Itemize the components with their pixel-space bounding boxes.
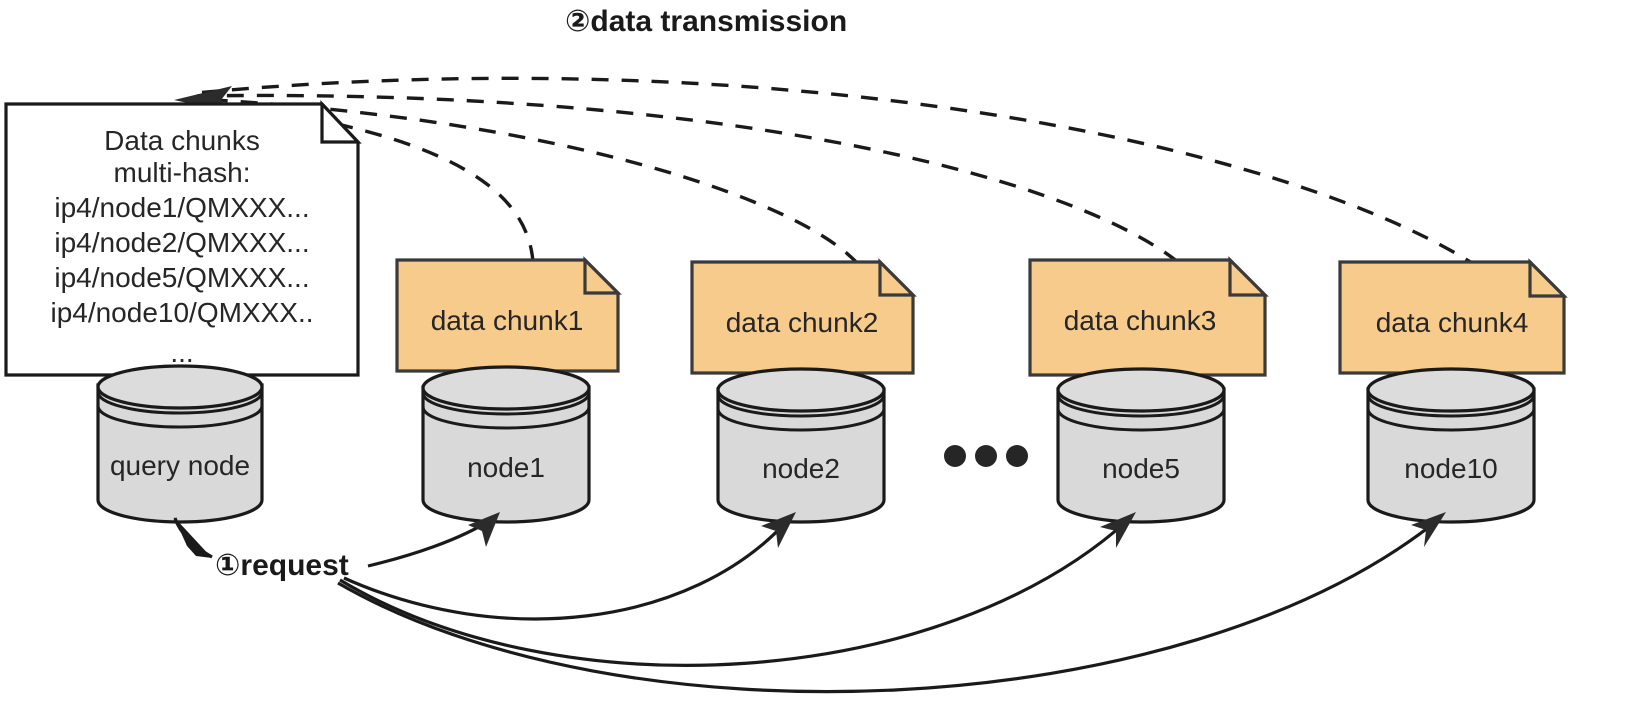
chunk2-label: data chunk2 [726, 307, 879, 338]
node1-ring1-icon [421, 392, 591, 416]
node10-label: node10 [1404, 453, 1497, 484]
document-line-2: multi-hash: [114, 157, 251, 188]
node10-ring1-icon [1366, 394, 1536, 418]
query-node-ring2-icon [96, 405, 264, 429]
chunk-box-chunk4: data chunk4 [1338, 258, 1568, 375]
chunk-box-chunk2: data chunk2 [690, 258, 917, 375]
node1-ring2-icon [421, 406, 591, 430]
node10-ring2-icon [1366, 408, 1536, 432]
node5-ring1-icon [1056, 394, 1226, 418]
node-cylinder-node10: node10 [1366, 367, 1536, 524]
node-cylinder-node2: node2 [716, 367, 886, 524]
chunk2-fold-icon [878, 258, 917, 297]
query-node-top-icon [96, 364, 264, 410]
request-arrowhead-node1 [468, 512, 500, 547]
chunk3-label: data chunk3 [1064, 305, 1217, 336]
node-cylinder-query: query node [96, 364, 264, 524]
chunk2-body [690, 260, 915, 375]
node-cylinder-node5: node5 [1056, 367, 1226, 524]
nodes-ellipsis [944, 445, 1028, 467]
ellipsis-dot-3 [1006, 445, 1028, 467]
document-line-3: ip4/node1/QMXXX... [54, 192, 309, 223]
request-edge-node10 [337, 518, 1439, 694]
transmission-edge-chunk3 [195, 93, 1180, 264]
document-body [4, 102, 360, 377]
document-line-4: ip4/node2/QMXXX... [54, 227, 309, 258]
document-line-7: ... [170, 337, 193, 368]
ellipsis-dot-1 [944, 445, 966, 467]
node1-label: node1 [467, 452, 545, 483]
transmission-edge-chunk4 [195, 76, 1481, 270]
chunk4-body [1338, 260, 1566, 375]
node2-body [716, 387, 886, 524]
request-origin-arrowhead [174, 517, 212, 558]
step2-title: ②data transmission [565, 5, 847, 38]
node1-body [421, 385, 591, 524]
transmission-edges [174, 76, 1481, 270]
node2-top-icon [716, 367, 886, 413]
chunk-box-chunk3: data chunk3 [1028, 256, 1269, 377]
document-line-6: ip4/node10/QMXXX.. [50, 297, 313, 328]
node5-top-icon [1056, 367, 1226, 413]
chunk-box-chunk1: data chunk1 [395, 256, 622, 373]
request-arrowhead-node2 [761, 512, 796, 548]
document-line-5: ip4/node5/QMXXX... [54, 262, 309, 293]
chunk1-label: data chunk1 [431, 305, 584, 336]
document-line-1: Data chunks [104, 125, 260, 156]
node10-body [1366, 387, 1536, 524]
request-edges [173, 512, 1446, 694]
query-node-label: query node [110, 450, 250, 481]
chunk1-body [395, 258, 620, 373]
step1-title: ①request [215, 549, 349, 582]
request-arrowhead-node10 [1411, 512, 1446, 547]
node5-ring2-icon [1056, 408, 1226, 432]
chunk-boxes: data chunk1 data chunk2 data chunk3 data… [395, 256, 1568, 377]
request-arrowhead-node5 [1100, 512, 1136, 548]
document-fold-icon [320, 99, 362, 144]
chunk3-fold-icon [1228, 256, 1269, 297]
ellipsis-dot-2 [975, 445, 997, 467]
node5-body [1056, 387, 1226, 524]
node1-top-icon [421, 365, 591, 411]
query-node-body [96, 383, 264, 524]
node2-ring1-icon [716, 394, 886, 418]
chunk4-fold-icon [1528, 258, 1568, 298]
node2-ring2-icon [716, 408, 886, 432]
chunk4-label: data chunk4 [1376, 307, 1529, 338]
query-node-ring1-icon [96, 391, 264, 415]
node5-label: node5 [1102, 453, 1180, 484]
data-chunks-document: Data chunks multi-hash: ip4/node1/QMXXX.… [4, 99, 362, 377]
chunk3-body [1028, 258, 1267, 377]
node-cylinder-node1: node1 [421, 365, 591, 524]
transmission-edge-chunk2 [195, 97, 860, 266]
node2-label: node2 [762, 453, 840, 484]
request-edge-node2 [343, 518, 790, 621]
request-edge-node5 [339, 518, 1130, 667]
chunk1-fold-icon [583, 256, 622, 295]
node10-top-icon [1366, 367, 1536, 413]
